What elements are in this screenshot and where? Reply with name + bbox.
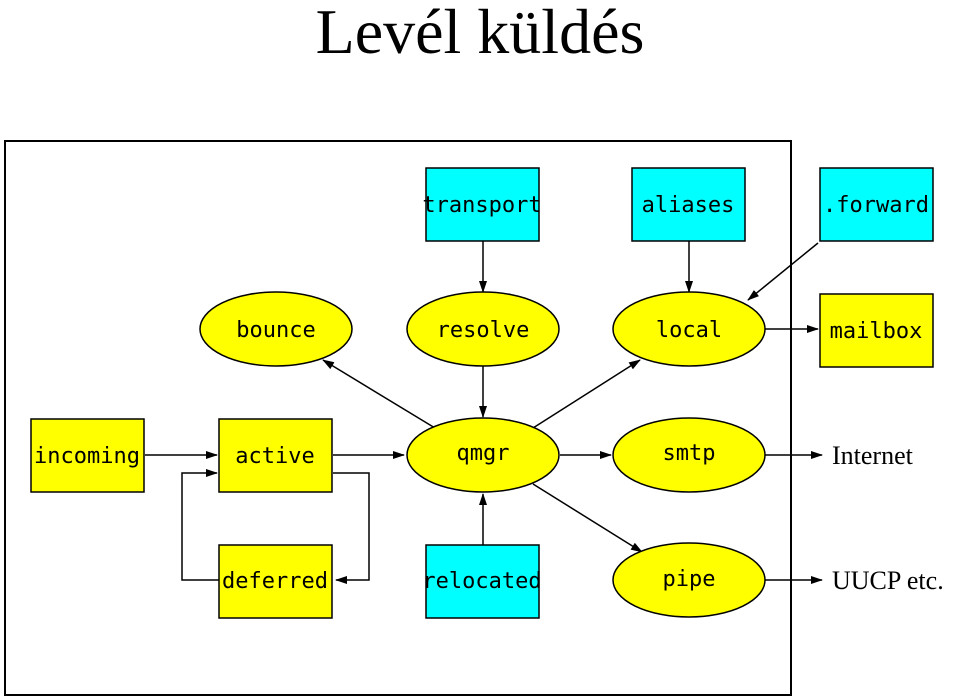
node-relocated-box xyxy=(425,544,540,619)
external-uucp-label: UUCP etc. xyxy=(832,566,944,595)
edge-deferred-active xyxy=(181,469,219,581)
node-incoming-label: incoming xyxy=(34,444,140,469)
node-mailbox-label: mailbox xyxy=(830,319,923,344)
edges xyxy=(145,241,823,584)
edge-active-deferred xyxy=(333,472,370,584)
node-pipe-label: pipe xyxy=(663,567,716,592)
node-qmgr-ellipse xyxy=(406,417,560,493)
node-deferred-box xyxy=(218,544,333,619)
node-aliases-label: aliases xyxy=(642,193,735,218)
queue-boxes xyxy=(30,293,934,619)
node-aliases-box xyxy=(631,167,746,242)
node-pipe-ellipse xyxy=(612,542,766,618)
node-resolve-label: resolve xyxy=(437,318,530,343)
edge-qmgr-pipe xyxy=(532,483,643,553)
node-local-label: local xyxy=(656,318,722,343)
node-bounce-label: bounce xyxy=(236,318,315,343)
node-forward-label: .forward xyxy=(823,193,929,218)
node-deferred-label: deferred xyxy=(222,569,328,594)
node-transport-label: transport xyxy=(422,193,541,218)
node-active-label: active xyxy=(235,444,314,469)
edge-forward-local xyxy=(747,242,819,301)
node-labels: transport aliases .forward bounce resolv… xyxy=(34,193,929,594)
process-ellipses xyxy=(199,291,766,618)
node-smtp-label: smtp xyxy=(663,441,716,466)
slide-title: Levél küldés xyxy=(315,0,645,67)
node-resolve-ellipse xyxy=(406,291,560,367)
node-bounce-ellipse xyxy=(199,291,353,367)
node-active-box xyxy=(218,418,333,493)
node-transport-box xyxy=(425,167,540,242)
node-mailbox-box xyxy=(819,293,934,368)
node-smtp-ellipse xyxy=(612,417,766,493)
node-incoming-box xyxy=(30,418,145,493)
diagram-frame xyxy=(4,140,792,696)
lookup-tables xyxy=(425,167,934,619)
edge-qmgr-bounce xyxy=(322,359,436,429)
external-labels: Internet UUCP etc. xyxy=(832,441,944,595)
external-internet-label: Internet xyxy=(832,441,914,470)
edge-qmgr-local xyxy=(532,359,641,429)
node-local-ellipse xyxy=(612,291,766,367)
node-qmgr-label: qmgr xyxy=(457,441,510,466)
node-relocated-label: relocated xyxy=(422,569,541,594)
node-forward-box xyxy=(819,167,934,242)
